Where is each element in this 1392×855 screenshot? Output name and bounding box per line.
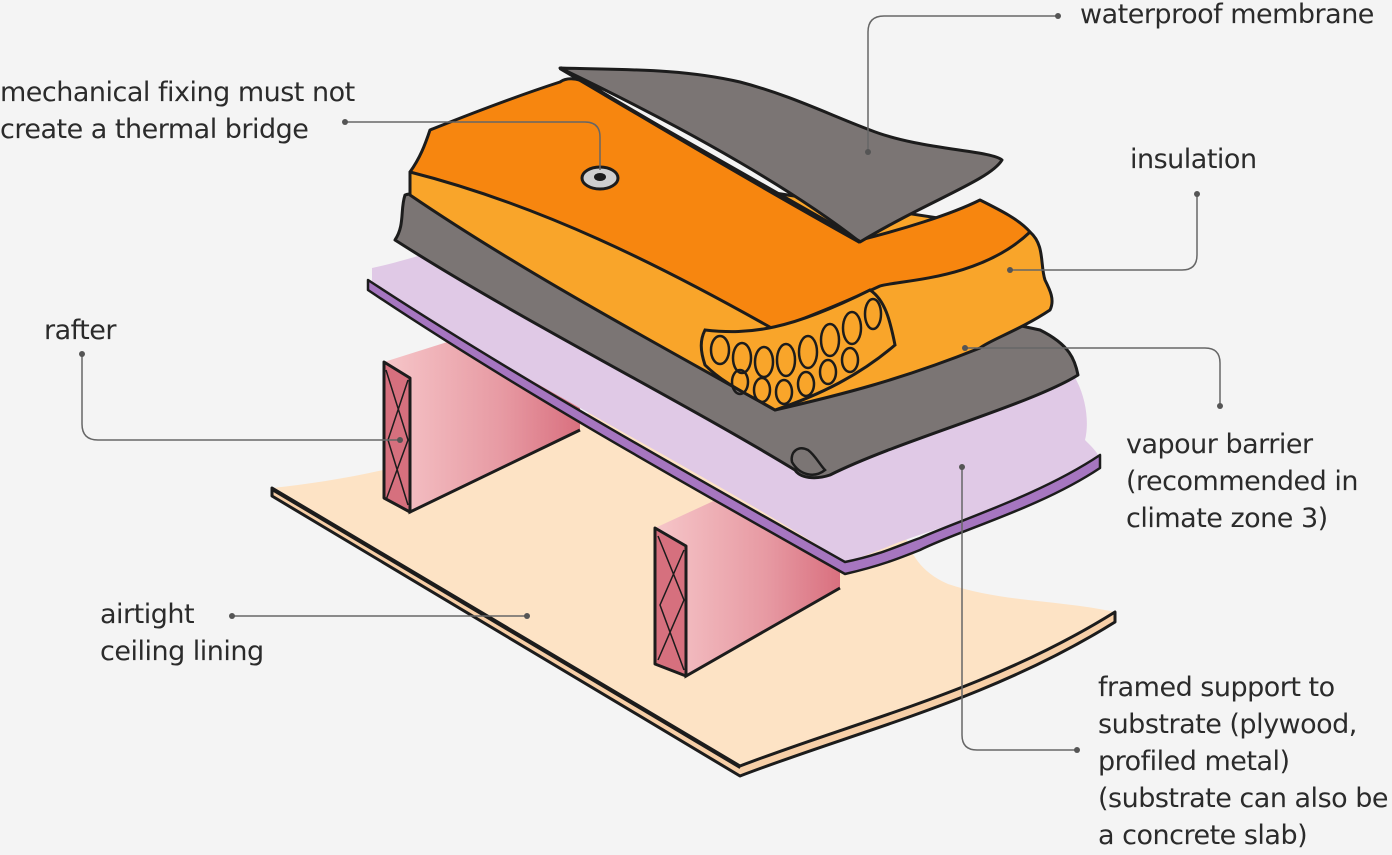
label-line: profiled metal) [1098, 746, 1290, 777]
leader-insulation [1010, 194, 1198, 271]
waterproof-membrane-layer [558, 66, 1004, 244]
label-line: (recommended in [1126, 466, 1358, 497]
label-vapour-barrier: vapour barrier (recommended in climate z… [1126, 426, 1358, 537]
label-line: airtight [100, 599, 195, 630]
label-line: insulation [1130, 144, 1257, 175]
leader-mechanical-fixing [345, 121, 601, 170]
label-line: (substrate can also be [1098, 783, 1388, 814]
mechanical-fixing-icon [580, 165, 620, 191]
label-waterproof-membrane: waterproof membrane [1080, 0, 1374, 33]
leader-framed-support [961, 467, 1077, 751]
label-line: ceiling lining [100, 636, 264, 667]
label-line: mechanical fixing must not [0, 77, 355, 108]
label-line: vapour barrier [1126, 429, 1313, 460]
label-airtight-ceiling-lining: airtight ceiling lining [100, 596, 264, 670]
label-line: substrate (plywood, [1098, 709, 1357, 740]
label-line: framed support to [1098, 672, 1335, 703]
label-insulation: insulation [1130, 141, 1257, 178]
label-line: rafter [44, 315, 116, 346]
label-line: climate zone 3) [1126, 503, 1328, 534]
label-framed-support: framed support to substrate (plywood, pr… [1098, 669, 1388, 854]
leader-dots [79, 13, 1223, 753]
label-line: a concrete slab) [1098, 820, 1308, 851]
leader-vapour-barrier [965, 347, 1221, 406]
label-mechanical-fixing: mechanical fixing must not create a ther… [0, 74, 355, 148]
leader-lines [81, 15, 1221, 751]
label-line: create a thermal bridge [0, 114, 309, 145]
leader-waterproof-membrane [867, 15, 1058, 152]
leader-rafter [81, 354, 400, 441]
label-rafter: rafter [44, 312, 116, 349]
label-line: waterproof membrane [1080, 0, 1374, 30]
